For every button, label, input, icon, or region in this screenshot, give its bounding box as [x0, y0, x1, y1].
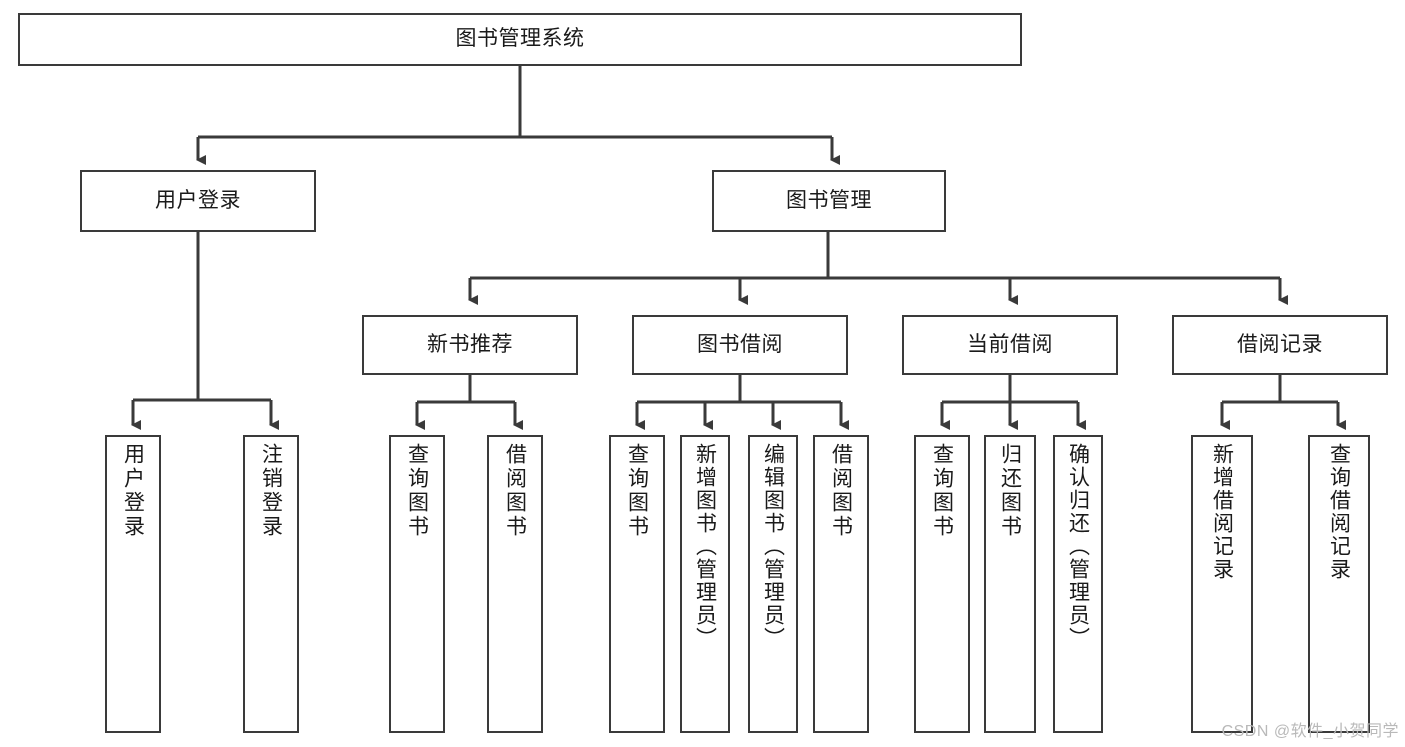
leaf-edit-book-admin[interactable]: 编辑图书（管理员）: [748, 435, 798, 733]
leaf-return-book[interactable]: 归还图书: [984, 435, 1036, 733]
node-book-borrow[interactable]: 图书借阅: [632, 315, 848, 375]
node-label: 新增图书（管理员）: [693, 443, 717, 650]
node-label: 注销登录: [259, 443, 283, 539]
node-user-login[interactable]: 用户登录: [80, 170, 316, 232]
leaf-user-login[interactable]: 用户登录: [105, 435, 161, 733]
node-label: 图书借阅: [697, 332, 783, 356]
node-label: 查询图书: [625, 443, 649, 539]
node-label: 图书管理: [786, 188, 872, 212]
leaf-query-book-current[interactable]: 查询图书: [914, 435, 970, 733]
node-borrow-records[interactable]: 借阅记录: [1172, 315, 1388, 375]
node-root-system[interactable]: 图书管理系统: [18, 13, 1022, 66]
node-label: 确认归还（管理员）: [1066, 443, 1090, 650]
leaf-logout[interactable]: 注销登录: [243, 435, 299, 733]
leaf-add-borrow-record[interactable]: 新增借阅记录: [1191, 435, 1253, 733]
node-label: 查询图书: [930, 443, 954, 539]
node-label: 借阅图书: [503, 443, 527, 539]
node-label: 查询借阅记录: [1327, 443, 1351, 581]
leaf-confirm-return-admin[interactable]: 确认归还（管理员）: [1053, 435, 1103, 733]
node-new-book-recommend[interactable]: 新书推荐: [362, 315, 578, 375]
csdn-watermark: CSDN @软件_小贺同学: [1221, 723, 1399, 740]
node-label: 用户登录: [155, 188, 241, 212]
node-label: 查询图书: [405, 443, 429, 539]
leaf-borrow-book-recommend[interactable]: 借阅图书: [487, 435, 543, 733]
node-label: 借阅记录: [1237, 332, 1323, 356]
node-label: 当前借阅: [967, 332, 1053, 356]
node-current-borrow[interactable]: 当前借阅: [902, 315, 1118, 375]
leaf-add-book-admin[interactable]: 新增图书（管理员）: [680, 435, 730, 733]
node-book-management[interactable]: 图书管理: [712, 170, 946, 232]
leaf-borrow-book[interactable]: 借阅图书: [813, 435, 869, 733]
node-label: 编辑图书（管理员）: [761, 443, 785, 650]
node-label: 新书推荐: [427, 332, 513, 356]
node-label: 图书管理系统: [455, 27, 585, 51]
leaf-query-book-borrow[interactable]: 查询图书: [609, 435, 665, 733]
node-label: 借阅图书: [829, 443, 853, 539]
node-label: 新增借阅记录: [1210, 443, 1234, 581]
leaf-query-borrow-record[interactable]: 查询借阅记录: [1308, 435, 1370, 733]
node-label: 用户登录: [121, 443, 145, 539]
node-label: 归还图书: [998, 443, 1022, 539]
leaf-query-book-recommend[interactable]: 查询图书: [389, 435, 445, 733]
